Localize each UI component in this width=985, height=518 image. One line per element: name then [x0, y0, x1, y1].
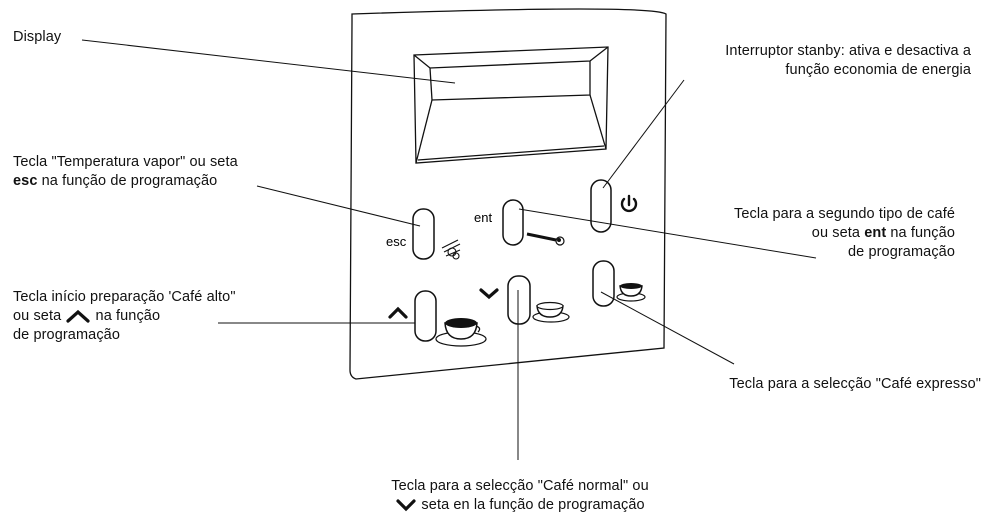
control-panel-outline: [349, 8, 667, 380]
espresso-button[interactable]: [592, 260, 615, 307]
down-arrow-icon: [479, 288, 499, 300]
tall-cup-icon: [435, 318, 487, 347]
normal-cup-icon: [532, 301, 570, 323]
alto-label: Tecla início preparação 'Café alto" ou s…: [13, 288, 236, 345]
standby-label-line2: função economia de energia: [785, 62, 971, 78]
esc-label: Tecla "Temperatura vapor" ou seta esc na…: [13, 153, 238, 191]
ent-label-line2-post: na função: [886, 225, 955, 241]
alto-label-line2: ou seta na função: [13, 307, 236, 326]
normal-label-line2: seta en la função de programação: [355, 496, 685, 515]
tall-coffee-button[interactable]: [414, 290, 437, 342]
steam-icon: [441, 239, 461, 260]
leader-ent: [518, 208, 817, 259]
esc-label-line2: esc na função de programação: [13, 172, 238, 191]
alto-label-line2-pre: ou seta: [13, 308, 66, 324]
leader-lines: [81, 39, 817, 460]
standby-label-line1: Interruptor stanby: ativa e desactiva a: [725, 43, 971, 59]
ent-bold: ent: [864, 225, 887, 241]
display-label: Display: [13, 29, 62, 45]
power-icon: [620, 194, 638, 213]
alto-label-line2-post: na função: [91, 308, 161, 324]
ent-key-label: ent: [474, 210, 492, 225]
down-arrow-inline-icon: [396, 499, 416, 512]
normal-label-line2-text: seta en la função de programação: [417, 497, 645, 513]
alto-label-line3: de programação: [13, 327, 120, 343]
leader-esc: [256, 185, 421, 227]
display-screen: [413, 46, 609, 164]
esc-key-label: esc: [386, 234, 407, 249]
normal-label: Tecla para a selecção "Café normal" ou s…: [355, 477, 685, 515]
espresso-cup-icon: [616, 283, 646, 302]
normal-coffee-button[interactable]: [507, 275, 531, 325]
alto-label-line1: Tecla início preparação 'Café alto": [13, 289, 236, 305]
ent-label-line2-pre: ou seta: [811, 225, 865, 241]
leader-standby: [602, 79, 685, 189]
up-arrow-icon: [388, 306, 408, 319]
expresso-label: Tecla para a selecção "Café expresso": [729, 376, 981, 392]
standby-label: Interruptor stanby: ativa e desactiva a …: [631, 42, 971, 80]
ent-label-line3: de programação: [848, 244, 955, 260]
ent-label-line1: Tecla para a segundo tipo de café: [734, 206, 955, 222]
up-arrow-inline-icon: [66, 310, 91, 323]
spoon-icon: [526, 232, 565, 246]
ent-coffee-button[interactable]: [502, 199, 524, 246]
esc-label-line2-rest: na função de programação: [37, 173, 218, 189]
ent-label: Tecla para a segundo tipo de café ou set…: [635, 205, 955, 262]
normal-label-line1: Tecla para a selecção "Café normal" ou: [391, 478, 649, 494]
esc-label-line1: Tecla "Temperatura vapor" ou seta: [13, 154, 238, 170]
leader-expresso: [600, 291, 735, 365]
ent-label-line2: ou seta ent na função: [635, 224, 955, 243]
esc-bold: esc: [13, 173, 38, 189]
esc-steam-button[interactable]: [412, 208, 435, 260]
leader-display: [81, 39, 456, 84]
standby-button[interactable]: [590, 179, 612, 233]
